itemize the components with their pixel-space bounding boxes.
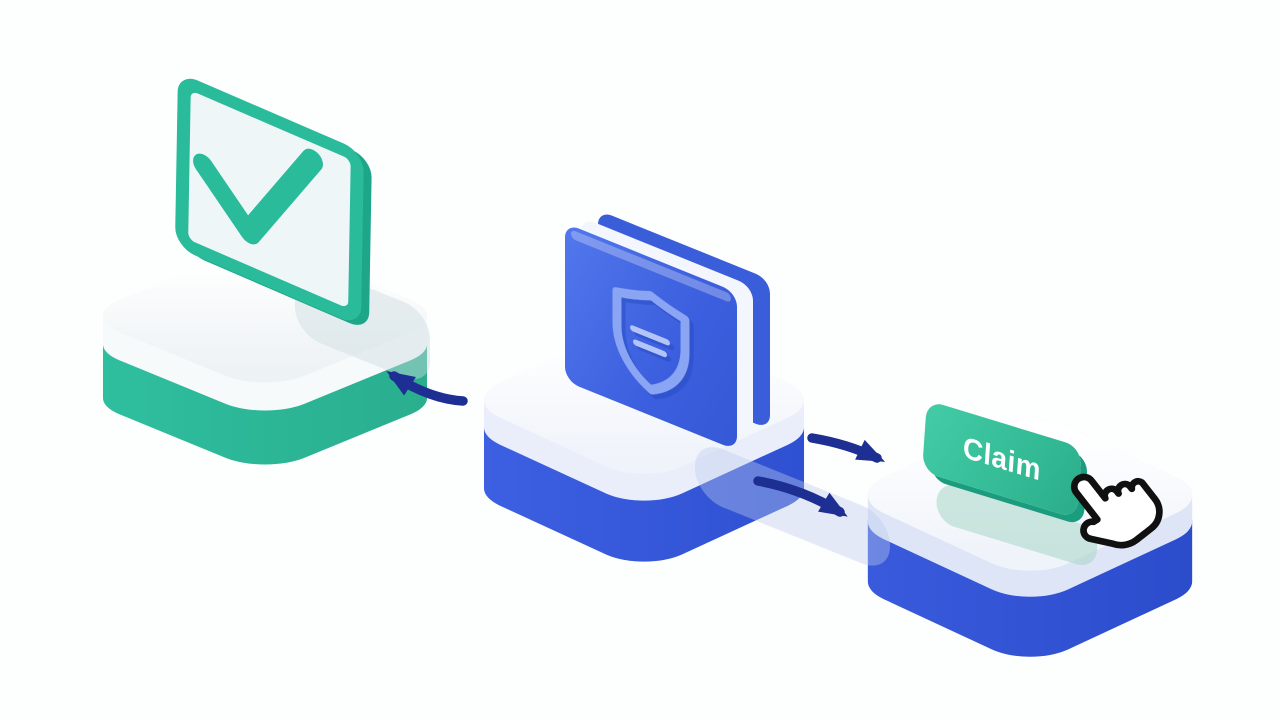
shield-icon	[612, 287, 690, 395]
book-front-cover	[565, 223, 737, 451]
checkmark-tile-icon	[174, 72, 364, 327]
checkmark-icon	[193, 148, 323, 245]
hand-pointer-icon	[1070, 473, 1163, 549]
claim-button-label: Claim	[961, 430, 1043, 488]
arrow-book-to-checklist	[386, 371, 468, 406]
arrow-book-to-claim-lower	[753, 476, 848, 517]
shield-book-icon	[565, 210, 845, 480]
arrow-book-to-claim-upper	[807, 433, 886, 463]
